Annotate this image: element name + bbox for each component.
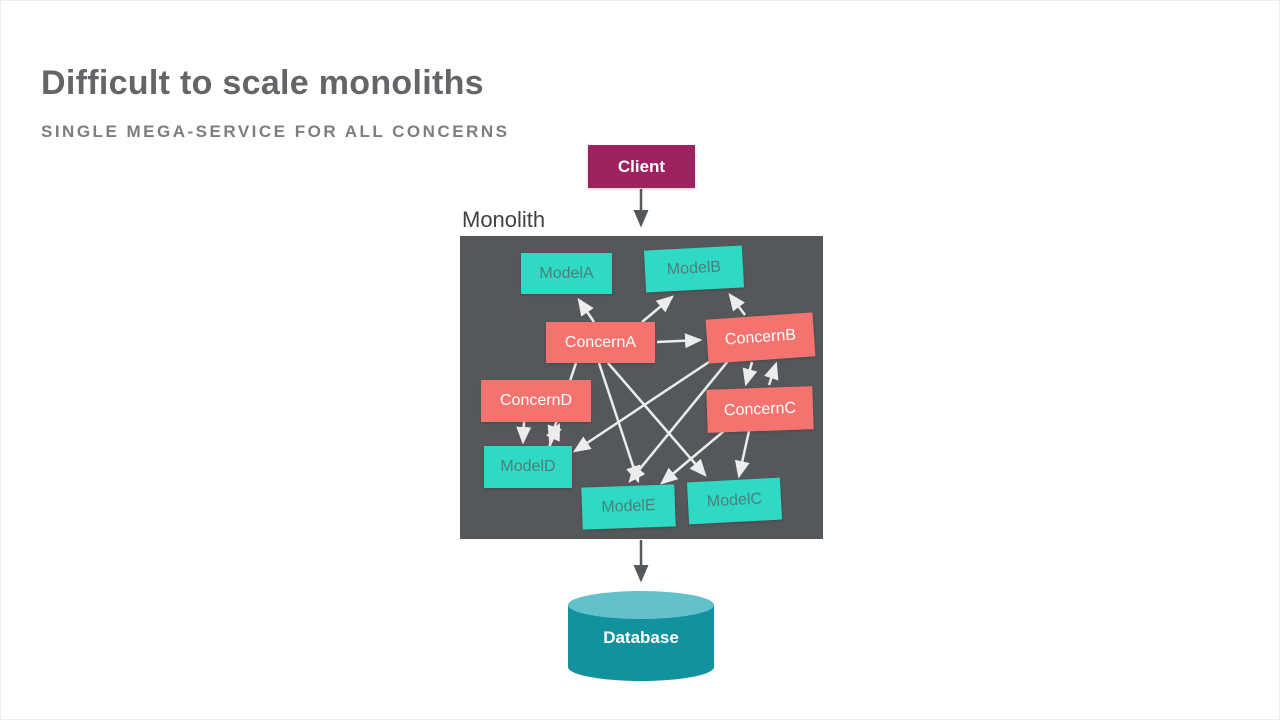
model-d-node: ModelD <box>484 446 572 488</box>
model-b-node: ModelB <box>643 245 745 293</box>
slide-title: Difficult to scale monoliths <box>41 64 484 102</box>
concern-a-node: ConcernA <box>546 322 655 363</box>
model-c-node: ModelC <box>686 477 783 525</box>
concern-c-node: ConcernC <box>706 386 814 433</box>
slide-subtitle: SINGLE MEGA-SERVICE FOR ALL CONCERNS <box>41 122 510 141</box>
concern-b-node: ConcernB <box>705 312 816 364</box>
monolith-label: Monolith <box>462 207 546 232</box>
database-label: Database <box>603 628 679 647</box>
concern-d-node: ConcernD <box>481 380 591 422</box>
model-a-node: ModelA <box>521 253 612 294</box>
client-label: Client <box>617 156 666 176</box>
model-e-node: ModelE <box>581 484 676 530</box>
client-node: Client <box>588 145 695 188</box>
